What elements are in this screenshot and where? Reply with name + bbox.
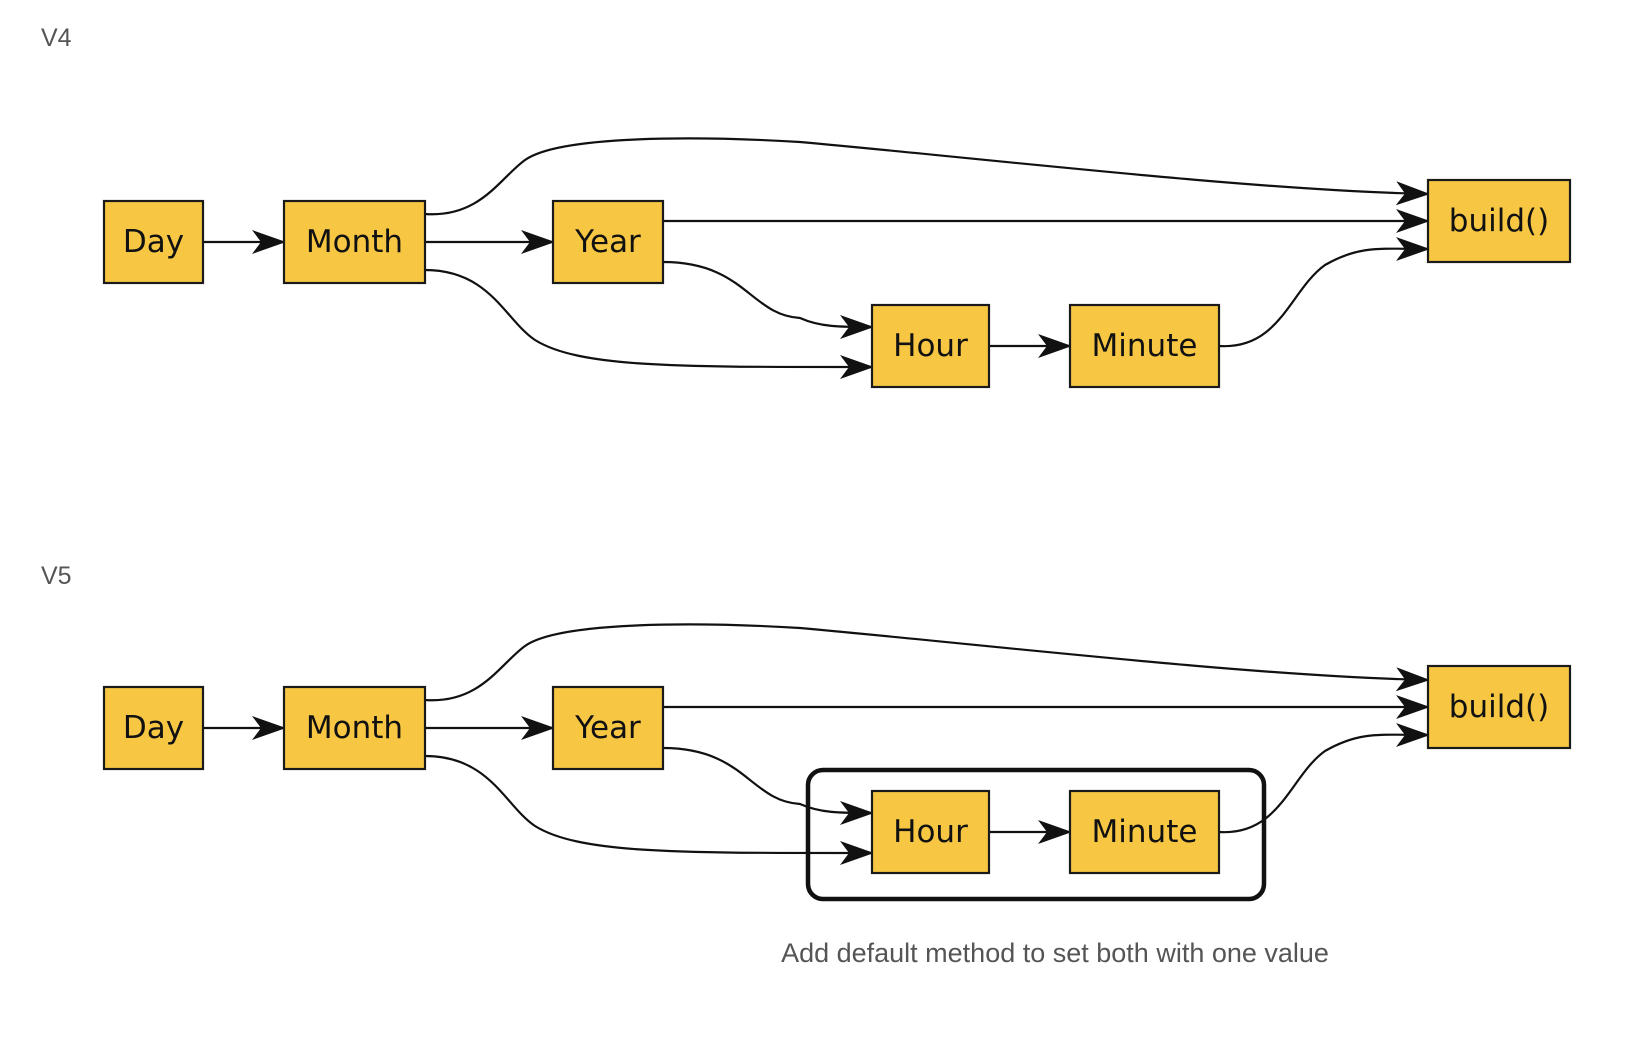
node-month[interactable]: Month: [282, 685, 427, 771]
node-month[interactable]: Month: [282, 199, 427, 285]
node-label-minute: Minute: [1092, 328, 1198, 364]
node-label-build: build(): [1449, 689, 1549, 725]
edge-month-hour: [424, 754, 874, 866]
edges-v4: [203, 137, 1430, 380]
version-label-v4: V4: [41, 24, 72, 52]
node-day[interactable]: Day: [102, 199, 205, 285]
node-label-year: Year: [574, 710, 641, 746]
diagram-v5: V5 Day Month Year Hour: [41, 562, 1572, 968]
edges-v5: [203, 623, 1430, 866]
node-minute[interactable]: Minute: [1068, 789, 1221, 875]
node-hour[interactable]: Hour: [870, 303, 991, 389]
edge-year-hour: [662, 746, 874, 825]
node-label-hour: Hour: [893, 814, 968, 850]
node-build[interactable]: build(): [1426, 178, 1572, 264]
node-day[interactable]: Day: [102, 685, 205, 771]
node-label-build: build(): [1449, 203, 1549, 239]
edge-month-build: [424, 623, 1430, 702]
group-note: Add default method to set both with one …: [781, 938, 1329, 968]
node-label-year: Year: [574, 224, 641, 260]
node-minute[interactable]: Minute: [1068, 303, 1221, 389]
edge-minute-build: [1218, 722, 1430, 834]
edge-year-hour: [662, 260, 874, 339]
node-label-day: Day: [123, 224, 184, 260]
node-label-minute: Minute: [1092, 814, 1198, 850]
node-label-hour: Hour: [893, 328, 968, 364]
node-hour[interactable]: Hour: [870, 789, 991, 875]
edge-month-build: [424, 137, 1430, 216]
node-label-month: Month: [306, 224, 403, 260]
hour-minute-group-frame: [805, 767, 1267, 902]
node-year[interactable]: Year: [551, 685, 665, 771]
node-label-month: Month: [306, 710, 403, 746]
node-label-day: Day: [123, 710, 184, 746]
edge-month-hour: [424, 268, 874, 380]
node-build[interactable]: build(): [1426, 664, 1572, 750]
diagram-v4: V4 Day Month Year Hour: [41, 24, 1572, 389]
version-label-v5: V5: [41, 562, 72, 590]
edge-minute-build: [1218, 236, 1430, 348]
node-year[interactable]: Year: [551, 199, 665, 285]
